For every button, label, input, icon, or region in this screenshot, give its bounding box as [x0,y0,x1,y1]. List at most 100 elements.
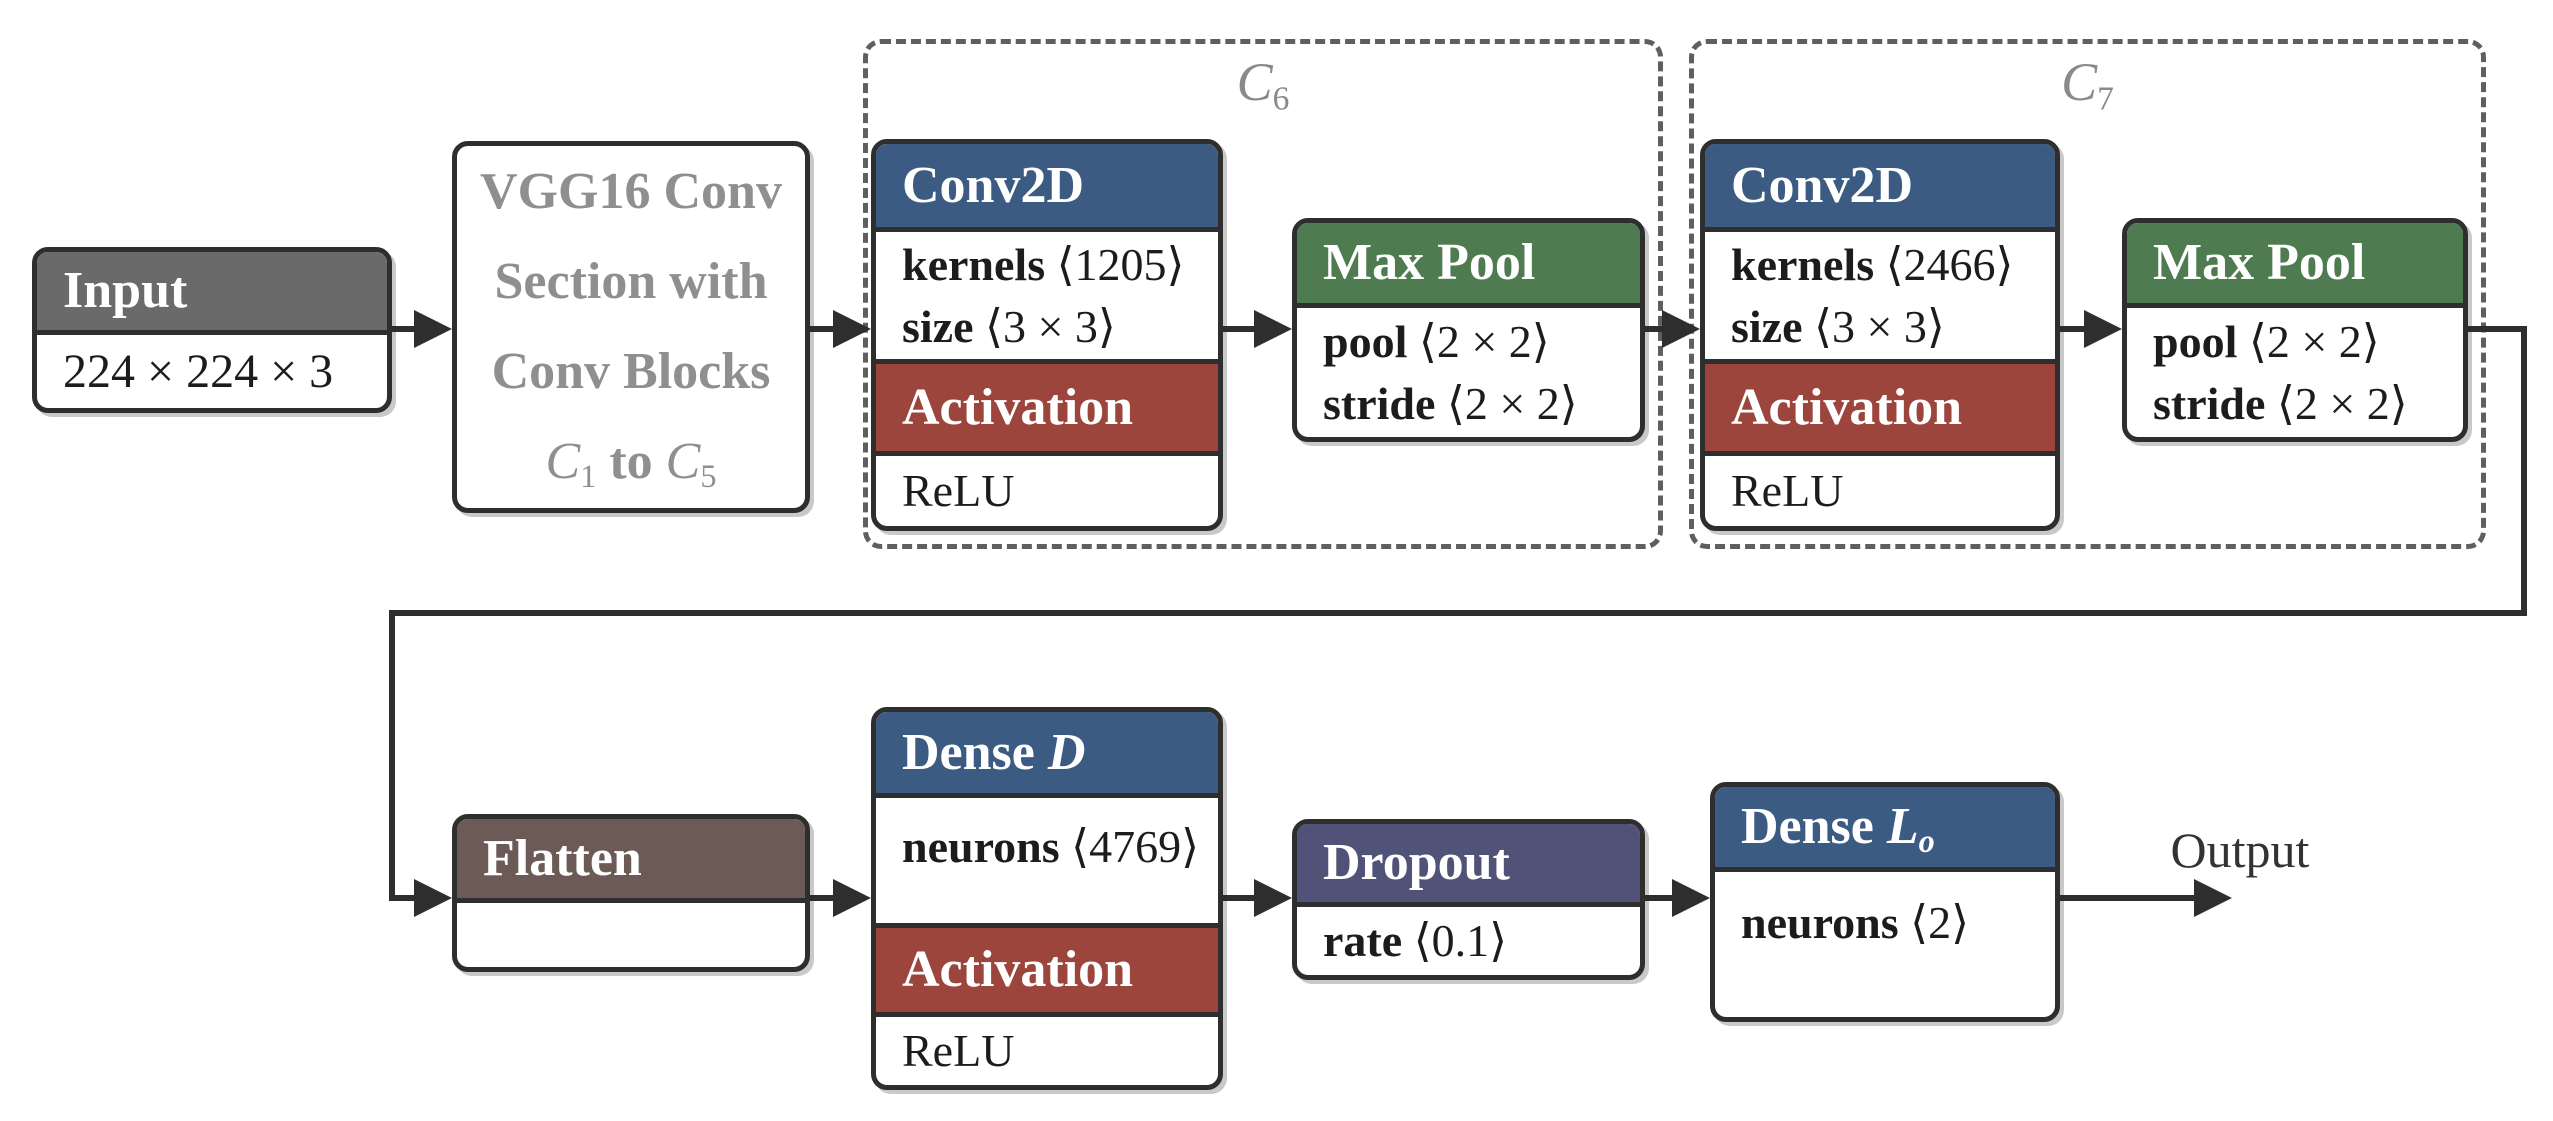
node-vgg16: VGG16 Conv Section with Conv Blocks C1 t… [452,141,810,513]
param-key: pool [2153,315,2238,367]
connector-vgg-conv2d-c6 [810,326,840,332]
param-value: ⟨4769⟩ [1071,821,1200,872]
param-value: ⟨2 × 2⟩ [2248,315,2380,367]
input-body: 224 × 224 × 3 [37,330,387,408]
dense-lo-body: neurons ⟨2⟩ [1715,867,2055,1017]
conv2d-c7-activation-body: ReLU [1705,451,2055,526]
group-c6-box [863,39,1663,549]
connector-right-vertical [2521,326,2527,616]
connector-dropout-dense-lo [1645,895,1678,901]
conv2d-c7-activation-header: Activation [1705,359,2055,451]
arrowhead-maxpool-c6-conv2d-c7 [1662,310,1700,348]
maxpool-c6-param-stride: stride ⟨2 × 2⟩ [1323,373,1640,435]
dense-d-activation-title: Activation [902,941,1134,998]
arrowhead-conv2d-maxpool-c6 [1254,310,1292,348]
maxpool-c6-header: Max Pool [1297,223,1640,303]
dense-lo-title-word: Dense [1741,798,1874,855]
maxpool-c7-header: Max Pool [2127,223,2463,303]
dense-lo-title-var: L [1886,798,1919,855]
flatten-title: Flatten [483,829,642,887]
flatten-body [457,898,805,967]
arrowhead-dense-lo-output [2194,879,2232,917]
arrowhead-vgg-conv2d-c6 [833,310,871,348]
flatten-header: Flatten [457,819,805,898]
connector-flatten-dense-d [810,895,840,901]
node-dropout: Dropout rate ⟨0.1⟩ [1292,819,1645,980]
maxpool-c6-param-pool: pool ⟨2 × 2⟩ [1323,311,1640,373]
param-key: size [902,300,974,352]
conv2d-c6-param-kernels: kernels ⟨1205⟩ [902,234,1218,296]
dense-d-activation-header: Activation [876,923,1218,1012]
vgg16-c5: C [665,433,701,490]
dense-lo-title-sub: o [1918,823,1935,860]
connector-dense-d-dropout [1223,895,1261,901]
vgg16-c5-sub: 5 [700,458,717,495]
input-title: Input [63,262,188,319]
arrowhead-conv2d-maxpool-c7 [2084,310,2122,348]
maxpool-c6-title: Max Pool [1323,234,1536,291]
maxpool-c7-param-pool: pool ⟨2 × 2⟩ [2153,311,2463,373]
dense-d-title-var: D [1047,723,1086,781]
param-key: size [1731,300,1803,352]
param-value: ⟨1205⟩ [1056,238,1185,290]
dropout-header: Dropout [1297,824,1640,902]
input-dims-value: 224 × 224 × 3 [63,344,334,398]
param-key: kernels [1731,238,1875,290]
group-c7-box [1689,39,2486,549]
conv2d-c6-activation-body: ReLU [876,451,1218,526]
connector-maxpool-c7-right [2468,326,2527,332]
dense-d-activation-body: ReLU [876,1012,1218,1085]
node-maxpool-c7: Max Pool pool ⟨2 × 2⟩ stride ⟨2 × 2⟩ [2122,218,2468,442]
vgg16-line2: Section with [494,253,768,310]
param-key: neurons [902,821,1060,872]
maxpool-c7-param-stride: stride ⟨2 × 2⟩ [2153,373,2463,435]
conv2d-c6-activation-fn: ReLU [902,465,1015,516]
vgg16-line1: VGG16 Conv [480,163,782,220]
node-dense-lo: Dense Lo neurons ⟨2⟩ [1710,782,2060,1022]
param-value: ⟨2 × 2⟩ [1446,377,1578,429]
dropout-param-rate: rate ⟨0.1⟩ [1323,910,1640,972]
conv2d-c6-activation-title: Activation [902,378,1134,436]
group-c7-label-sub: 7 [2097,80,2114,118]
dense-d-activation-fn: ReLU [902,1025,1015,1076]
conv2d-c7-params: kernels ⟨2466⟩ size ⟨3 × 3⟩ [1705,227,2055,359]
dense-lo-title: Dense Lo [1741,798,2055,858]
param-key: pool [1323,315,1408,367]
arrowhead-dropout-dense-lo [1672,879,1710,917]
node-conv2d-c6: Conv2D kernels ⟨1205⟩ size ⟨3 × 3⟩ Activ… [871,139,1223,531]
conv2d-c7-param-kernels: kernels ⟨2466⟩ [1731,234,2055,296]
conv2d-c6-title: Conv2D [902,156,1085,214]
param-key: rate [1323,915,1403,966]
dropout-body: rate ⟨0.1⟩ [1297,902,1640,975]
connector-input-vgg [392,326,424,332]
param-key: stride [1323,377,1436,429]
conv2d-c7-activation-title: Activation [1731,378,1963,436]
conv2d-c7-param-size: size ⟨3 × 3⟩ [1731,296,2055,358]
arrowhead-into-flatten [414,879,452,917]
maxpool-c7-title: Max Pool [2153,234,2366,291]
param-value: ⟨3 × 3⟩ [985,300,1116,352]
param-value: ⟨2466⟩ [1885,238,2014,290]
param-key: stride [2153,377,2266,429]
connector-conv2d-maxpool-c7 [2060,326,2092,332]
dropout-title: Dropout [1323,834,1510,891]
group-c7-label-letter: C [2061,52,2098,112]
maxpool-c7-params: pool ⟨2 × 2⟩ stride ⟨2 × 2⟩ [2127,303,2463,437]
conv2d-c7-header: Conv2D [1705,144,2055,227]
param-value: ⟨0.1⟩ [1413,915,1508,966]
conv2d-c7-activation-fn: ReLU [1731,465,1844,516]
node-dense-d: Dense D neurons ⟨4769⟩ Activation ReLU [871,707,1223,1090]
vgg16-to: to [609,433,653,490]
group-c6-label-sub: 6 [1272,80,1290,118]
vgg16-c1-sub: 1 [580,458,597,495]
connector-long-horizontal [389,610,2527,616]
dense-d-param-neurons: neurons ⟨4769⟩ [902,816,1218,878]
connector-left-vertical [389,610,395,901]
vgg16-c1: C [545,433,581,490]
param-value: ⟨2⟩ [1910,897,1970,948]
param-value: ⟨2 × 2⟩ [1418,315,1550,367]
connector-conv2d-maxpool-c6 [1223,326,1261,332]
group-c7-label: C7 [1689,52,2486,116]
connector-into-flatten [392,895,424,901]
